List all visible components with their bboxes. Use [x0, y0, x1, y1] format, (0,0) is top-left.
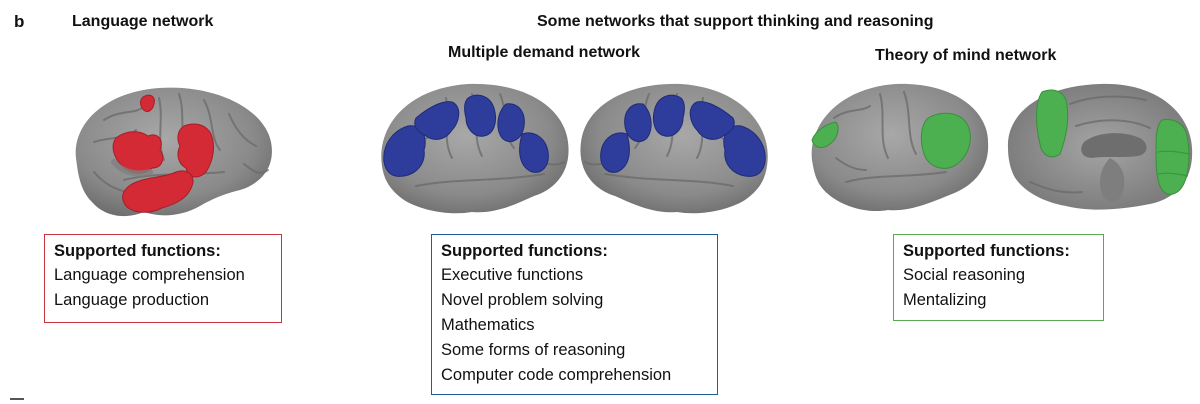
function-item: Some forms of reasoning — [441, 341, 626, 359]
divider-mark — [10, 398, 24, 400]
language-functions-box: Supported functions: Language comprehens… — [44, 234, 282, 323]
language-regions — [112, 94, 214, 213]
function-item: Computer code comprehension — [441, 366, 672, 384]
multiple-demand-network-title: Multiple demand network — [448, 44, 641, 61]
function-item: Language production — [54, 291, 210, 309]
theory-of-mind-brain-medial — [1007, 83, 1193, 210]
language-network-brain — [75, 87, 272, 217]
panel-label: b — [14, 12, 25, 31]
language-functions-heading: Supported functions: — [54, 242, 221, 260]
theory-of-mind-regions-medial — [1036, 89, 1190, 195]
theory-of-mind-brain-lateral — [811, 83, 989, 212]
function-item: Social reasoning — [903, 266, 1025, 284]
theory-of-mind-regions-lateral — [811, 112, 971, 169]
multiple-demand-functions-heading: Supported functions: — [441, 242, 608, 260]
theory-of-mind-network-title: Theory of mind network — [875, 47, 1057, 64]
multiple-demand-functions-box: Supported functions: Executive functions… — [431, 234, 718, 395]
function-item: Mathematics — [441, 316, 535, 334]
function-item: Executive functions — [441, 266, 584, 284]
multiple-demand-regions-right — [600, 94, 766, 177]
function-item: Language comprehension — [54, 266, 245, 284]
theory-of-mind-functions-heading: Supported functions: — [903, 242, 1070, 260]
function-item: Mentalizing — [903, 291, 987, 309]
multiple-demand-brain-left — [381, 83, 569, 214]
theory-of-mind-functions-box: Supported functions: Social reasoning Me… — [893, 234, 1104, 321]
function-item: Novel problem solving — [441, 291, 604, 309]
group-title: Some networks that support thinking and … — [537, 13, 934, 30]
multiple-demand-brain-right — [580, 83, 768, 214]
language-network-title: Language network — [72, 13, 214, 30]
multiple-demand-regions-left — [383, 94, 549, 177]
